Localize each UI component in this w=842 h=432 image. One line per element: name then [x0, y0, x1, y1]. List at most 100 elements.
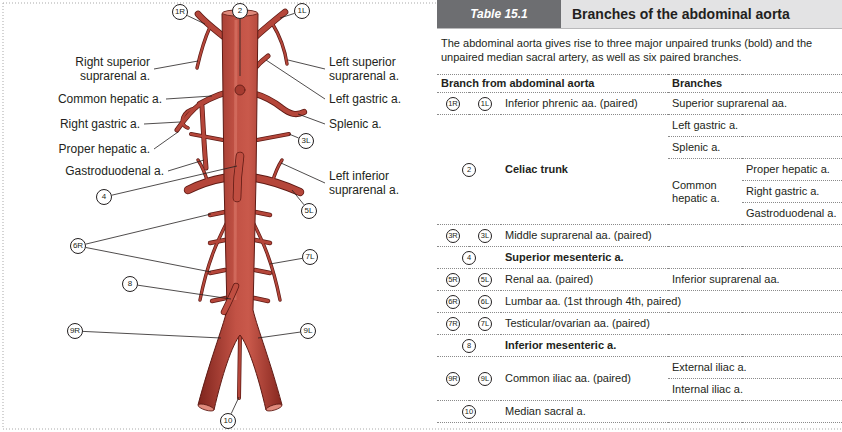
- branch: [198, 160, 208, 183]
- branch: [254, 298, 268, 301]
- table-row: 2Celiac trunkLeft gastric a.: [437, 115, 842, 137]
- table-cell: Gastroduodenal a.: [742, 203, 842, 225]
- cell-text: Common hepatic a.: [672, 179, 720, 204]
- branch-outline: [200, 222, 227, 300]
- branch-outline: [191, 134, 223, 140]
- callout-number: 5L: [301, 203, 317, 219]
- branch-outline: [255, 212, 270, 215]
- callout-number: 1L: [478, 97, 492, 111]
- table-cell: Testicular/ovarian aa. (paired): [501, 313, 842, 335]
- branch-outline: [210, 270, 225, 273]
- cell-text: Branch from abdominal aorta: [441, 77, 594, 89]
- front-branch: [235, 85, 245, 95]
- branch: [253, 222, 280, 300]
- leader-line: [266, 60, 325, 99]
- callout-number: 5L: [478, 273, 492, 287]
- table-row: Right gastric a.: [437, 181, 842, 203]
- table-cell: Inferior phrenic aa. (paired): [501, 93, 668, 115]
- table-caption: The abdominal aorta gives rise to three …: [441, 36, 838, 64]
- leader-line: [270, 258, 302, 264]
- aorta: [197, 10, 282, 413]
- branch-outline: [212, 298, 226, 301]
- cell-text: Internal iliac a.: [672, 383, 743, 395]
- callout-number: 1R: [446, 97, 460, 111]
- cell-text: External iliac a.: [672, 361, 747, 373]
- branch: [255, 212, 270, 215]
- branch-outline: [257, 134, 289, 140]
- leader-line: [154, 132, 178, 149]
- table-cell: Median sacral a.: [501, 401, 842, 423]
- leader-line: [288, 60, 325, 69]
- table-body: Branch from abdominal aortaBranches 1R 1L I…: [437, 75, 842, 423]
- table-row: Branch from abdominal aortaBranches: [437, 75, 842, 93]
- table-cell: 9L: [469, 357, 501, 401]
- table-cell: 1L: [469, 93, 501, 115]
- front-branch: [237, 156, 240, 198]
- callout-number: 7L: [478, 317, 492, 331]
- cell-text: Splenic a.: [672, 141, 720, 153]
- callout-number: 7R: [446, 317, 460, 331]
- table-row: 5R5LRenal aa. (paired)Inferior suprarena…: [437, 269, 842, 291]
- branch: [200, 222, 227, 300]
- cell-text: Gastroduodenal a.: [746, 207, 837, 219]
- frame: [3, 3, 842, 429]
- branch: [191, 134, 223, 140]
- table-number: Table 15.1: [437, 0, 561, 28]
- leader-line: [166, 96, 212, 99]
- branch-outline: [253, 222, 280, 300]
- cell-text: Inferior phrenic aa. (paired): [505, 97, 638, 109]
- branch: [239, 334, 240, 398]
- branch-outline: [255, 270, 270, 273]
- branch-outline: [272, 23, 287, 64]
- part-label: Right superior suprarenal a.: [50, 55, 150, 83]
- leader-line: [86, 214, 211, 244]
- cell-text: Common iliac aa. (paired): [505, 372, 631, 384]
- cell-text: Left gastric a.: [672, 119, 738, 131]
- callout-number: 7L: [302, 249, 318, 265]
- part-label: Right gastric a.: [60, 117, 140, 131]
- branch: [256, 178, 300, 192]
- table-row: Common hepatic a.Proper hepatic a.: [437, 159, 842, 181]
- branch: [210, 212, 225, 215]
- branch-outline: [197, 27, 210, 68]
- part-label: Left superior suprarenal a.: [329, 55, 429, 83]
- frame: [3, 3, 436, 4]
- part-label: Left inferior suprarenal a.: [329, 169, 429, 197]
- branch-table: Branch from abdominal aortaBranches 1R 1L I…: [437, 74, 842, 423]
- branch: [182, 108, 196, 128]
- cell-text: Middle suprarenal aa. (paired): [505, 229, 652, 241]
- aorta: [265, 403, 282, 413]
- leader-line: [168, 160, 204, 171]
- table-cell: Inferior suprarenal aa.: [668, 269, 842, 291]
- callout-number: 3R: [446, 229, 460, 243]
- frame: [3, 429, 842, 430]
- table-cell: 9R: [437, 357, 469, 401]
- table-cell: 3L: [469, 225, 501, 247]
- part-label: Splenic a.: [329, 117, 382, 131]
- callout-number: 6L: [478, 295, 492, 309]
- callout-number: 10: [462, 405, 476, 419]
- branch-outline: [272, 160, 282, 183]
- table-cell: 6R: [437, 291, 469, 313]
- table-cell: 5L: [469, 269, 501, 291]
- callout-number: 3L: [478, 229, 492, 243]
- part-label: Common hepatic a.: [58, 92, 162, 106]
- leader-line: [86, 248, 211, 273]
- front-branch: [237, 156, 240, 198]
- cell-text: Median sacral a.: [505, 405, 586, 417]
- table-cell: Inferior mesenteric a.: [501, 335, 842, 357]
- table-cell: Proper hepatic a.: [742, 159, 842, 181]
- table-cell: 8: [437, 335, 501, 357]
- column-group: [437, 75, 842, 423]
- table-cell: Left gastric a.: [668, 115, 842, 137]
- callout-number: 6R: [446, 295, 460, 309]
- table-row: Gastroduodenal a.: [437, 203, 842, 225]
- leader-line: [240, 19, 241, 76]
- table-cell: Splenic a.: [668, 137, 842, 159]
- leader-line: [138, 285, 231, 299]
- table-cell: Right gastric a.: [742, 181, 842, 203]
- branch: [212, 298, 226, 301]
- callout-number: 9R: [67, 323, 83, 339]
- branch-outline: [256, 178, 300, 192]
